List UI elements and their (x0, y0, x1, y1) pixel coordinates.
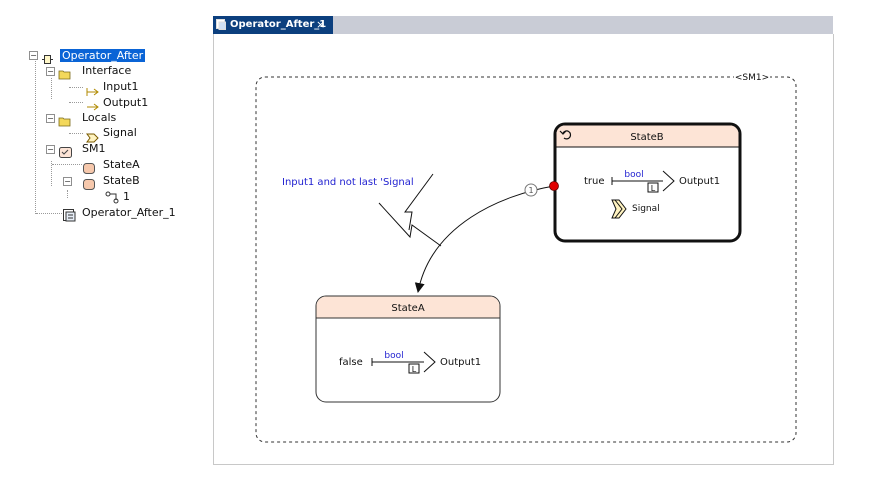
editor-tab-strip: Operator_After_1 × (213, 16, 833, 34)
tree-item-transition-1[interactable]: 1 (123, 190, 130, 203)
tree-item-output1[interactable]: Output1 (103, 96, 149, 109)
tab-close-icon[interactable]: × (316, 18, 326, 31)
signal-icon (86, 128, 100, 143)
state-b-value: true (584, 176, 605, 187)
input-arrow-icon (86, 82, 100, 96)
state-a-name: StateA (391, 303, 424, 314)
tree-item-diagram[interactable]: Operator_After_1 (82, 206, 176, 219)
tree-line (36, 213, 62, 214)
state-icon (83, 175, 95, 190)
tree-item-signal[interactable]: Signal (103, 126, 137, 139)
transition-priority-circle (524, 183, 538, 197)
signal-emit-icon (611, 199, 627, 219)
output-arrow-icon (86, 97, 100, 111)
sm-label-bg (734, 70, 770, 82)
state-a-type: bool (384, 351, 403, 361)
sm-label: <SM1> (735, 73, 769, 83)
collapse-stateb-toggle[interactable]: − (63, 177, 72, 186)
guard-connector-lower (378, 202, 442, 247)
transition-priority: 1 (528, 186, 533, 195)
collapse-interface-toggle[interactable]: − (46, 67, 55, 76)
last-icon (647, 182, 659, 193)
tab-title: Operator_After_1 (230, 19, 327, 30)
tree-line (51, 161, 52, 186)
folder-icon (58, 112, 72, 127)
state-a-last: L (412, 365, 417, 374)
tree-line (35, 58, 36, 214)
tree-item-locals[interactable]: Locals (82, 111, 117, 124)
state-icon (83, 159, 95, 174)
tree-item-interface[interactable]: Interface (82, 64, 132, 77)
model-tree: − Operator_After − Interface Input1 Outp… (0, 0, 205, 503)
diagram-icon (216, 19, 226, 30)
collapse-locals-toggle[interactable]: − (46, 114, 55, 123)
diagram-editor[interactable]: <SM1> StateB true bool L Output1 Signa (213, 34, 834, 465)
state-a-header (316, 296, 500, 318)
operator-icon (42, 50, 53, 64)
tree-line (69, 102, 83, 103)
collapse-root-toggle[interactable]: − (29, 51, 38, 60)
guard-connector (404, 173, 434, 231)
state-a-value: false (339, 357, 363, 368)
tree-item-sm1[interactable]: SM1 (82, 142, 106, 155)
state-b-output: Output1 (679, 176, 720, 187)
state-machine-icon (59, 143, 72, 158)
tree-line (67, 190, 68, 198)
state-b-header (556, 125, 739, 147)
state-b-name: StateB (630, 132, 663, 143)
last-icon (408, 363, 420, 374)
tree-item-stateb[interactable]: StateB (103, 174, 140, 187)
state-machine-frame (255, 76, 797, 443)
tree-line (69, 87, 83, 88)
state-b-last: L (651, 184, 656, 193)
tree-item-statea[interactable]: StateA (103, 158, 140, 171)
diagram-icon (63, 207, 76, 222)
tree-item-input1[interactable]: Input1 (103, 80, 139, 93)
tab-operator-after-1[interactable]: Operator_After_1 × (213, 16, 333, 34)
collapse-sm1-toggle[interactable]: − (46, 145, 55, 154)
transition-guard[interactable]: Input1 and not last 'Signal (282, 177, 414, 188)
transition-start-dot[interactable] (549, 181, 559, 191)
transition-arrow[interactable] (414, 185, 555, 293)
state-b[interactable]: StateB true bool L Output1 Signal (553, 122, 742, 243)
transition-icon (105, 189, 121, 204)
tree-line (69, 133, 83, 134)
state-a-output: Output1 (440, 357, 481, 368)
state-a[interactable]: StateA false bool L Output1 (315, 295, 501, 403)
tree-line (52, 164, 82, 165)
state-b-type: bool (624, 170, 643, 180)
state-a-box[interactable] (315, 295, 501, 403)
reset-icon (559, 130, 572, 140)
tree-line (51, 78, 52, 99)
folder-icon (58, 65, 72, 80)
state-b-signal: Signal (632, 204, 660, 214)
tree-item-operator-after[interactable]: Operator_After (60, 49, 146, 62)
